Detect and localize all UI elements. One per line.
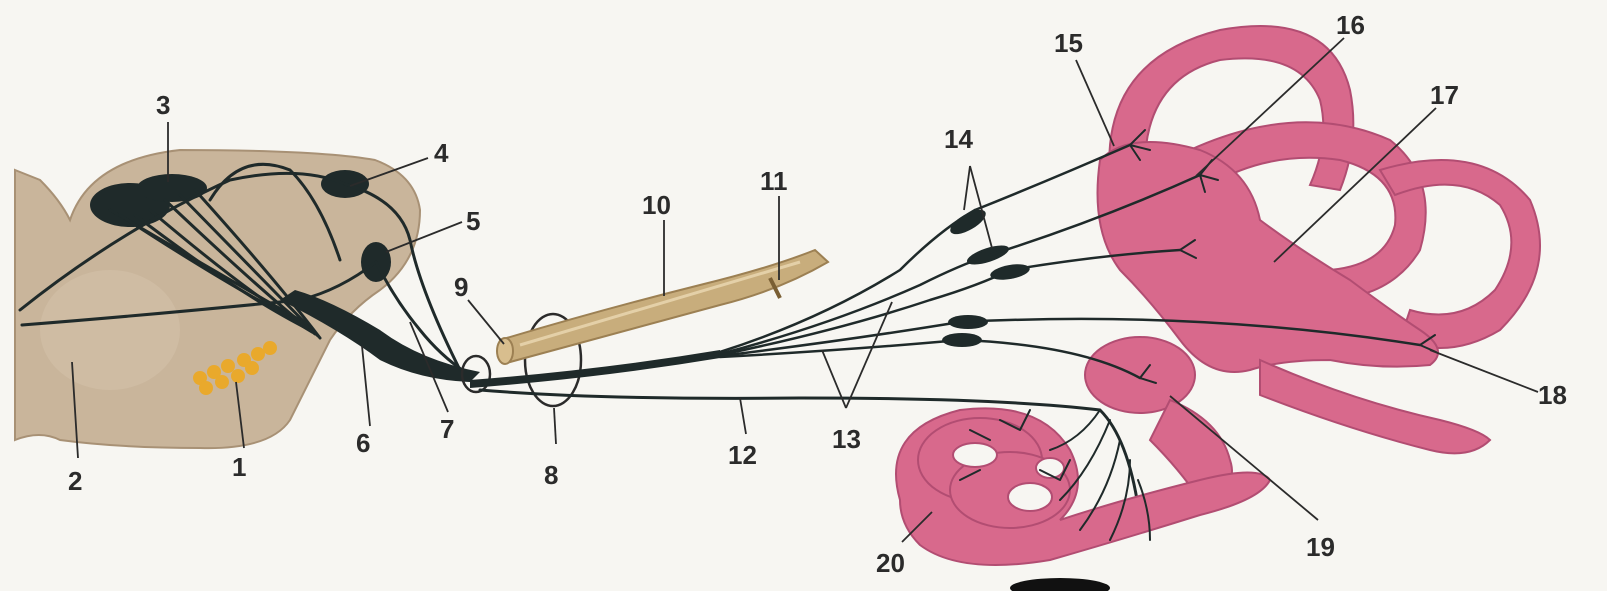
label-6: 6 xyxy=(356,428,370,458)
label-3: 3 xyxy=(156,90,170,120)
label-18: 18 xyxy=(1538,380,1567,410)
label-12: 12 xyxy=(728,440,757,470)
label-9: 9 xyxy=(454,272,468,302)
label-7: 7 xyxy=(440,414,454,444)
label-1: 1 xyxy=(232,452,246,482)
label-16: 16 xyxy=(1336,10,1365,40)
label-11: 11 xyxy=(760,166,788,196)
label-20: 20 xyxy=(876,548,905,578)
label-10: 10 xyxy=(642,190,671,220)
label-15: 15 xyxy=(1054,28,1083,58)
label-19: 19 xyxy=(1306,532,1335,562)
label-17: 17 xyxy=(1430,80,1459,110)
label-8: 8 xyxy=(544,460,558,490)
label-2: 2 xyxy=(68,466,82,496)
label-14: 14 xyxy=(944,124,973,154)
label-4: 4 xyxy=(434,138,449,168)
label-13: 13 xyxy=(832,424,861,454)
label-5: 5 xyxy=(466,206,480,236)
